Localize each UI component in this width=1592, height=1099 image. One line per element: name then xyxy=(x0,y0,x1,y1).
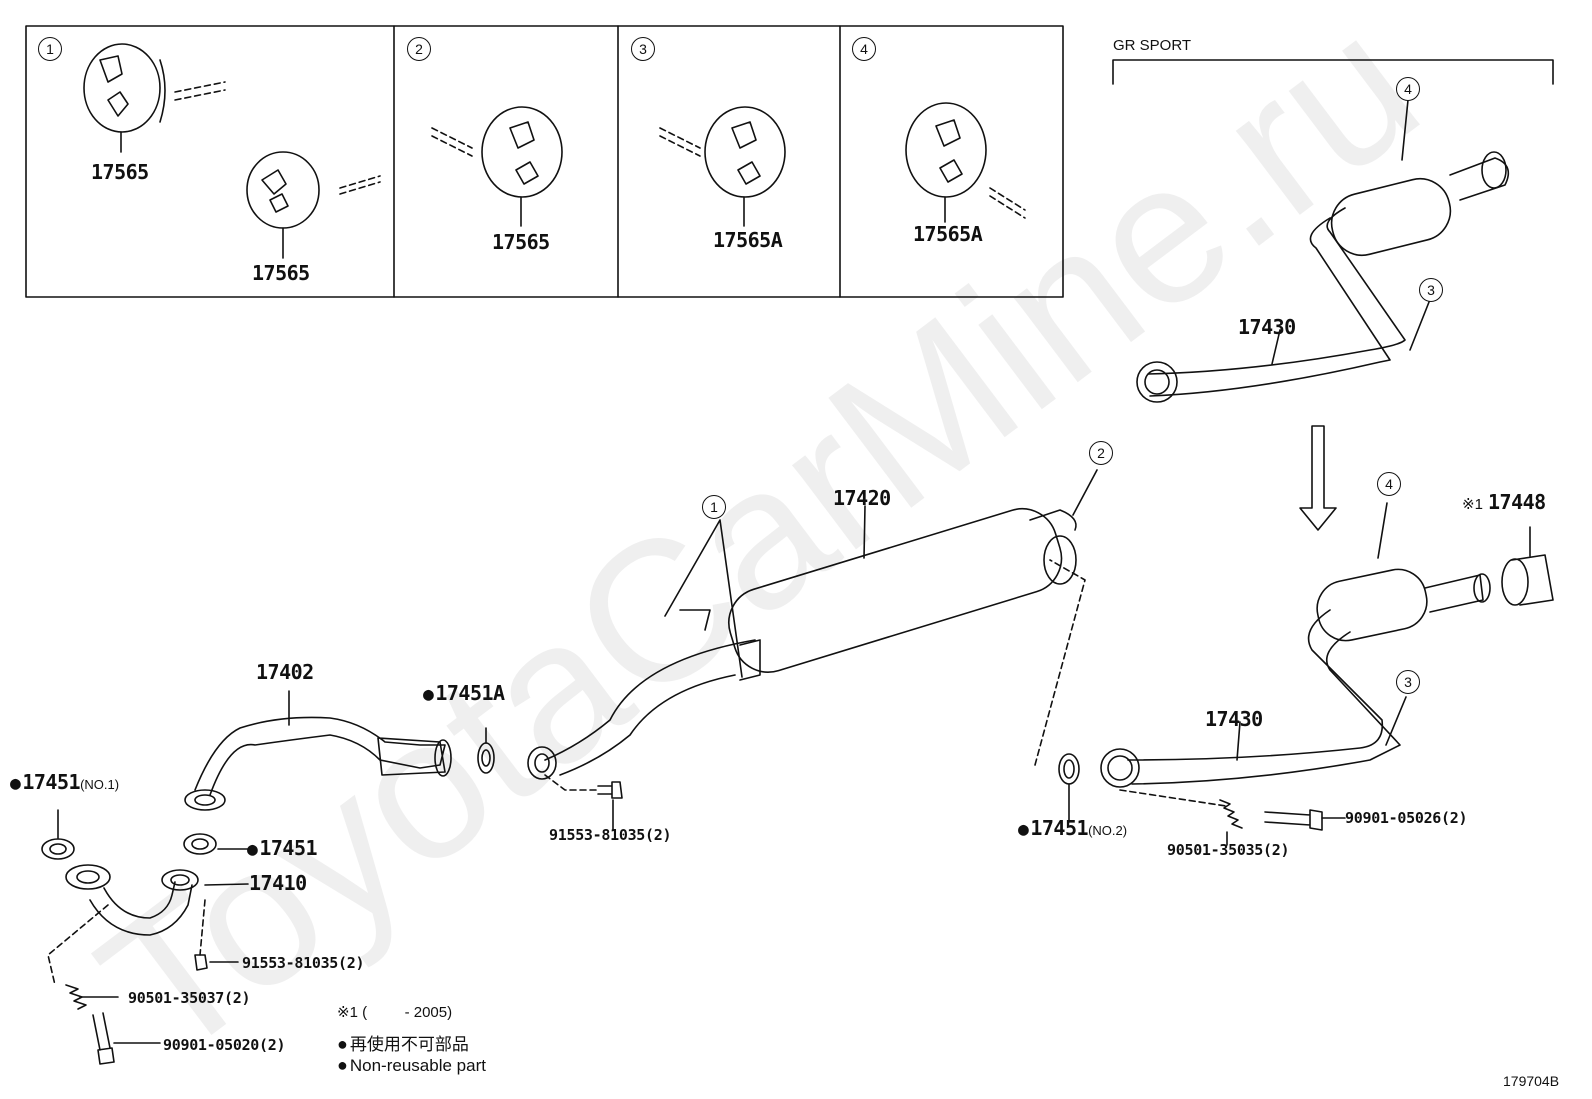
spring-label: 90501-35035(2) xyxy=(1167,841,1290,859)
gasket-17451 xyxy=(183,833,217,855)
gasket-no2-label: 17451(NO.2) xyxy=(1018,816,1127,840)
rubber-hanger-icon xyxy=(246,151,320,229)
front-pipe xyxy=(65,864,199,936)
muffler-label: 17420 xyxy=(833,486,891,510)
left-bolt-label: 91553-81035(2) xyxy=(242,954,365,972)
bolt-label: 90901-05026(2) xyxy=(1345,809,1468,827)
legend-en: Non-reusable part xyxy=(337,1055,486,1076)
panel-4-part: 17565A xyxy=(913,222,983,246)
spring-icon xyxy=(1219,799,1243,829)
left-spring-label: 90501-35037(2) xyxy=(128,989,251,1007)
panel-2-part: 17565 xyxy=(492,230,550,254)
gasket-17451-label: 17451 xyxy=(247,838,317,859)
gasket-no2 xyxy=(1058,753,1080,785)
center-hanger-2: 2 xyxy=(1089,441,1113,465)
gr-sport-tailpipe xyxy=(1136,151,1510,403)
converter-label: 17402 xyxy=(256,660,314,684)
figure-id: 179704B xyxy=(1503,1073,1560,1089)
gasket-17451a-label: 17451A xyxy=(423,683,505,704)
gasket-no1 xyxy=(41,838,75,860)
center-hanger-1: 1 xyxy=(702,495,726,519)
rubber-hanger-icon xyxy=(905,102,987,198)
panel-1-part-b: 17565 xyxy=(252,261,310,285)
panel-2-number: 2 xyxy=(407,37,431,61)
rubber-hanger-icon xyxy=(83,43,166,133)
gasket-17451a xyxy=(477,742,495,774)
center-bolt-label: 91553-81035(2) xyxy=(549,826,672,844)
tail-pipe-tip-label: ※1 17448 xyxy=(1462,490,1546,514)
gasket-no1-label: 17451(NO.1) xyxy=(10,770,119,794)
bolt-icon xyxy=(1264,809,1323,831)
stud-icon xyxy=(92,1012,115,1065)
gr-hanger-4: 4 xyxy=(1396,77,1420,101)
gr-hanger-3: 3 xyxy=(1419,278,1443,302)
down-arrow-icon xyxy=(1299,425,1337,531)
panel-3-part: 17565A xyxy=(713,228,783,252)
panel-3-number: 3 xyxy=(631,37,655,61)
inset-frame xyxy=(25,25,1064,298)
hanger-4: 4 xyxy=(1377,472,1401,496)
panel-4-number: 4 xyxy=(852,37,876,61)
legend-jp: 再使用不可部品 xyxy=(337,1030,469,1055)
gr-sport-bracket xyxy=(1112,59,1554,85)
tail-pipe-tip xyxy=(1501,526,1554,606)
rubber-hanger-icon xyxy=(704,106,786,198)
bolt-icon xyxy=(597,781,623,799)
center-muffler xyxy=(527,508,1077,780)
front-pipe-label: 17410 xyxy=(249,871,307,895)
bolt-icon xyxy=(194,954,208,971)
tailpipe-assembly xyxy=(1100,568,1491,788)
catalytic-converter xyxy=(184,716,452,811)
note-1: ※1 ( - 2005) xyxy=(337,1004,453,1021)
rubber-hanger-icon xyxy=(481,106,563,198)
gr-tailpipe-label: 17430 xyxy=(1238,315,1296,339)
hanger-3: 3 xyxy=(1396,670,1420,694)
panel-1-part-a: 17565 xyxy=(91,160,149,184)
tailpipe-label: 17430 xyxy=(1205,707,1263,731)
gr-sport-label: GR SPORT xyxy=(1113,37,1192,54)
panel-1-number: 1 xyxy=(38,37,62,61)
left-stud-label: 90901-05020(2) xyxy=(163,1036,286,1054)
